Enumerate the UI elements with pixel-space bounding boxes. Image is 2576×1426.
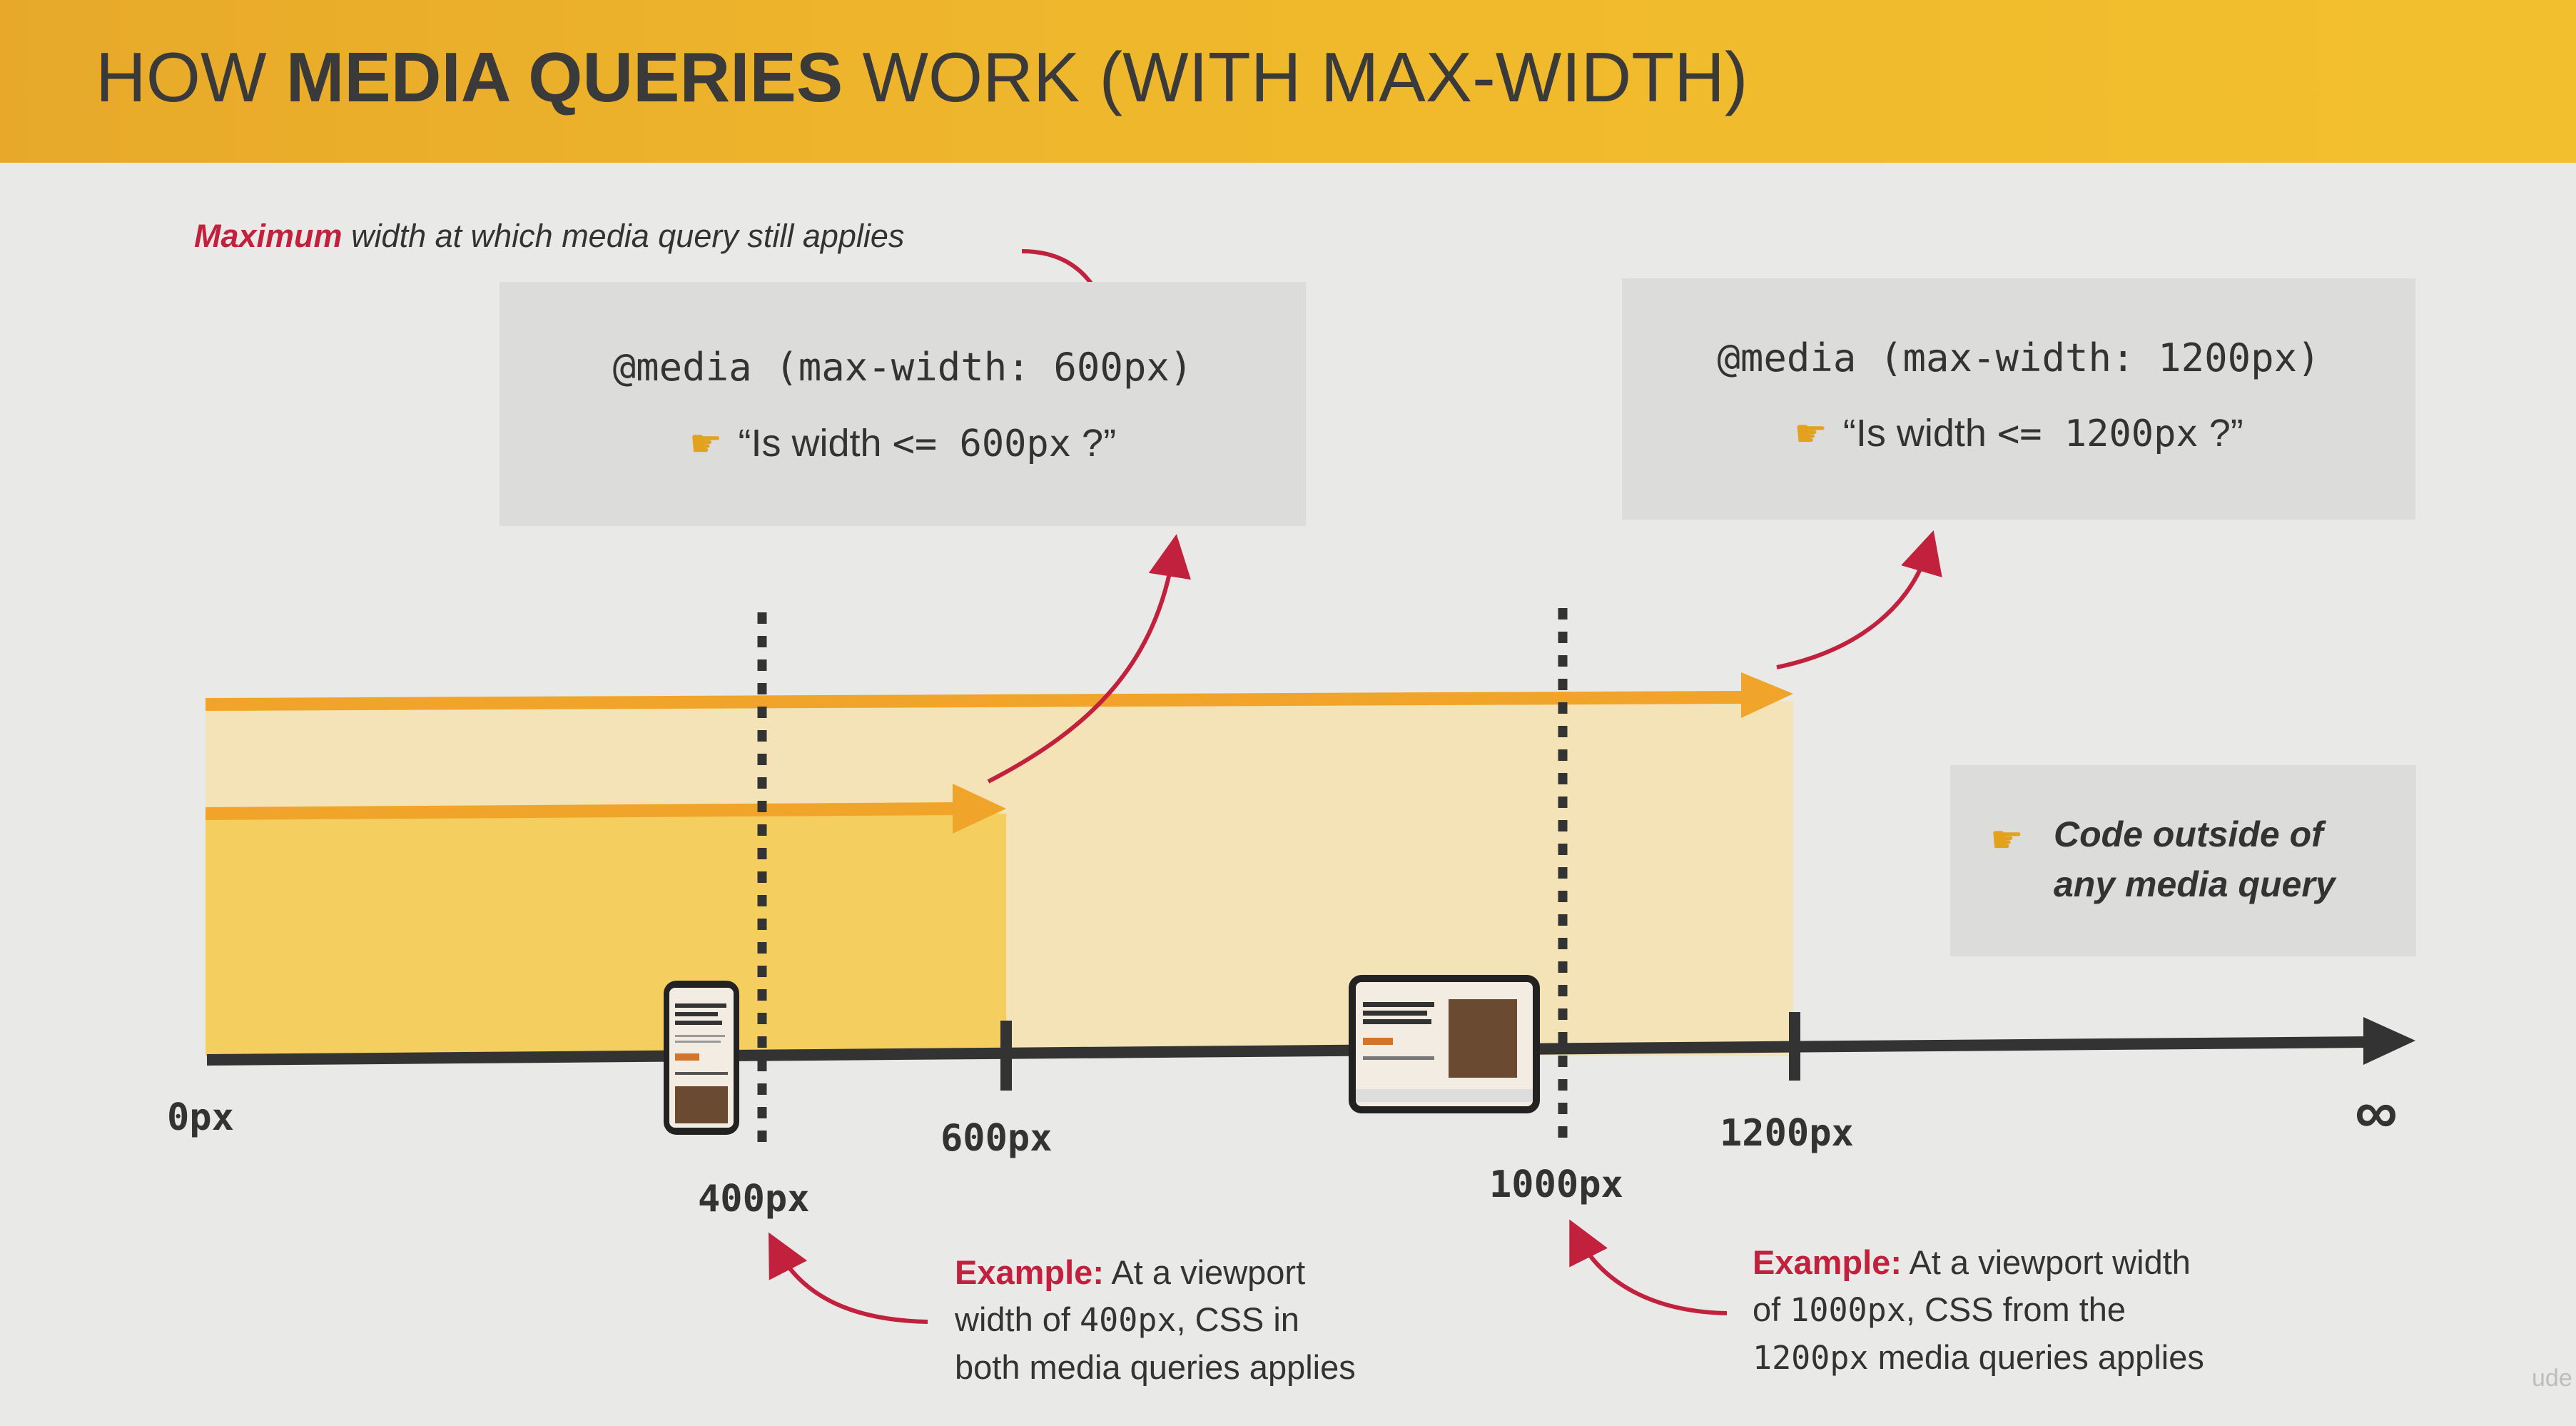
example-1000-line2: of 1000px, CSS from the (1753, 1286, 2204, 1334)
max-width-annotation: Maximum width at which media query still… (194, 218, 904, 255)
example-1000-line3-code: 1200px (1753, 1339, 1869, 1377)
title-suffix: WORK (WITH MAX-WIDTH) (862, 38, 1748, 116)
axis-arrow-head (2363, 1017, 2415, 1065)
q-close-1200: ?” (2198, 412, 2243, 455)
q-close-600: ?” (1071, 422, 1117, 465)
outside-note-line1: Code outside of (2054, 814, 2323, 854)
query-question-600: ☛ “Is width <= 600px ?” (500, 421, 1306, 465)
range-arrow-1200-head (1741, 672, 1793, 718)
outside-note-line2: any media query (2054, 864, 2336, 904)
q-open-600: “Is width (738, 422, 893, 465)
query-code-600: @media (max-width: 600px) (612, 345, 1193, 390)
axis-label-600px: 600px (940, 1117, 1053, 1160)
pointing-hand-icon: ☛ (1794, 413, 1827, 455)
title-bar: HOW MEDIA QUERIES WORK (WITH MAX-WIDTH) (0, 0, 2576, 163)
example-400-line2: width of 400px, CSS in (955, 1296, 1356, 1344)
range-arrow-1200-shaft (205, 691, 1749, 711)
title-prefix: HOW (96, 38, 267, 116)
slide-title: HOW MEDIA QUERIES WORK (WITH MAX-WIDTH) (96, 37, 1748, 118)
axis-label-1000px: 1000px (1489, 1163, 1623, 1206)
arrow-example-1000 (1569, 1219, 1728, 1315)
example-400-line2-a: width of (955, 1300, 1080, 1338)
example-1000-line2-a: of (1753, 1290, 1790, 1328)
arrow-example-400 (769, 1232, 928, 1324)
query-box-600: @media (max-width: 600px) ☛ “Is width <= … (500, 282, 1306, 526)
outside-note-text: Code outside of any media query (2054, 809, 2336, 909)
axis-label-0px: 0px (167, 1096, 234, 1139)
axis-label-400px: 400px (698, 1178, 810, 1220)
example-1000-line2-code: 1000px (1790, 1291, 1906, 1329)
example-400-line1: Example: At a viewport (955, 1249, 1356, 1296)
phone-device-illustration (664, 981, 739, 1135)
example-400-line2-b: , CSS in (1176, 1300, 1299, 1338)
example-1000-label: Example: (1753, 1243, 1902, 1281)
example-1000-note: Example: At a viewport width of 1000px, … (1753, 1239, 2204, 1382)
q-code-600: <= 600px (892, 423, 1072, 465)
title-bold: MEDIA QUERIES (285, 38, 843, 116)
example-1000-line3: 1200px media queries applies (1753, 1334, 2204, 1382)
corner-watermark: ude (2532, 1365, 2572, 1392)
phone-screen (669, 988, 734, 1128)
query-question-1200: ☛ “Is width <= 1200px ?” (1622, 411, 2415, 455)
pointing-hand-icon: ☛ (689, 423, 723, 465)
infinity-label: ∞ (2355, 1078, 2398, 1146)
q-code-1200: <= 1200px (1997, 413, 2199, 455)
query-code-1200: @media (max-width: 1200px) (1717, 335, 2321, 380)
example-400-note: Example: At a viewport width of 400px, C… (955, 1249, 1356, 1391)
axis-label-1200px: 1200px (1720, 1112, 1854, 1155)
annotation-bold: Maximum (194, 218, 343, 254)
range-arrow-600-shaft (205, 802, 960, 820)
example-1000-line2-b: , CSS from the (1905, 1290, 2126, 1328)
annotation-rest: width at which media query still applies (342, 218, 905, 254)
pointing-hand-icon: ☛ (1990, 819, 2024, 861)
axis-line (206, 1036, 2370, 1066)
arrow-1200-to-query (1776, 530, 1942, 669)
q-open-1200: “Is width (1842, 412, 1997, 455)
example-1000-line3-b: media queries applies (1868, 1338, 2204, 1376)
example-400-line3: both media queries applies (955, 1348, 1356, 1386)
arrow-600-to-query (987, 534, 1191, 784)
example-1000-line1: Example: At a viewport width (1753, 1239, 2204, 1286)
region-600 (206, 814, 1006, 1056)
example-400-label: Example: (955, 1253, 1104, 1291)
example-1000-line1-text: At a viewport width (1901, 1243, 2191, 1281)
range-arrow-600-head (953, 784, 1006, 834)
tablet-screen (1356, 982, 1533, 1106)
outside-media-query-note: ☛ Code outside of any media query (1950, 765, 2416, 956)
query-box-1200: @media (max-width: 1200px) ☛ “Is width <=… (1622, 278, 2415, 520)
tablet-device-illustration (1349, 975, 1540, 1113)
example-400-line2-code: 400px (1080, 1301, 1177, 1339)
example-400-line1-text: At a viewport (1103, 1253, 1306, 1291)
